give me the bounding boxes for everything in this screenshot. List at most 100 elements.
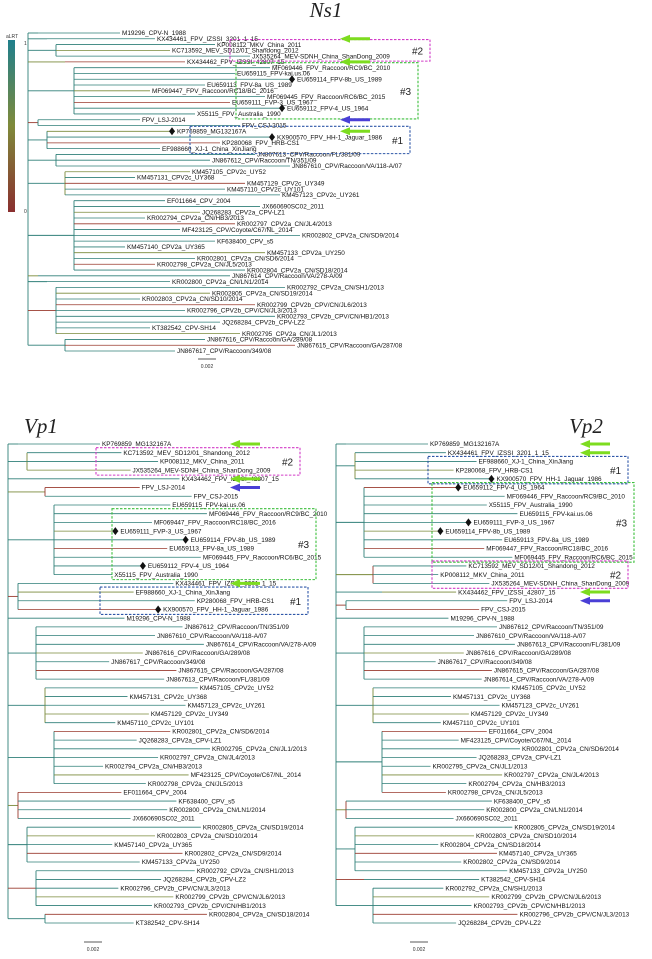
taxon-label: KR002796_CPV2b_CPV/CN/JL3/2013 — [187, 308, 297, 315]
taxon-label: KM457133_CPV2a_UY250 — [509, 868, 587, 875]
taxon-label: JN867616_CPV/Raccoon/GA/289/08 — [145, 650, 251, 657]
taxon-label: EF011664_CPV_2004 — [123, 790, 187, 797]
taxon-label: EU659111_FVP-3_US_1967 — [120, 528, 202, 535]
taxon-label: EF988660_XJ-1_China_XinJiang — [479, 459, 574, 466]
taxon-label: JN867617_CPV/Raccoon/349/08 — [111, 659, 206, 666]
diamond-marker-icon — [279, 104, 285, 113]
taxon-label: KF638400_CPV_s5 — [494, 798, 551, 805]
group-box — [229, 39, 431, 62]
taxon-label: KP280068_FPV_HRB-CS1 — [197, 598, 275, 605]
taxon-label: KC713592_MEV_SD12/01_Shandong_2012 — [123, 450, 250, 457]
taxon-label: MF069445_FPV_Raccoon/RC6/BC_2015 — [514, 554, 633, 561]
taxon-label: KM457123_CPV2c_UY261 — [188, 702, 266, 709]
taxon-label: KR002800_CPV2a_CN/LN1/2014 — [169, 807, 266, 814]
blue-arrow-icon — [580, 596, 610, 605]
taxon-label: JN867612_CPV/Raccoon/TN/351/09 — [212, 157, 317, 164]
taxon-label: FPV_CSJ-2015 — [194, 493, 239, 500]
taxon-label: KC713592_MEV_SD12/01_Shandong_2012 — [172, 48, 299, 55]
group-boxes-ns1: #2 #3 #1 — [189, 39, 431, 155]
taxon-label: KT382542_CPV-SH14 — [136, 920, 200, 927]
taxon-label: KF638400_CPV_s5 — [178, 798, 235, 805]
group-label: #2 — [282, 457, 294, 468]
group-label: #2 — [610, 571, 622, 582]
taxon-label: JN867615_CPV/Raccoon/GA/287/08 — [297, 342, 403, 349]
taxon-label: KM457140_CPV2a_UY365 — [499, 851, 577, 858]
green-arrow-icon — [580, 448, 610, 457]
taxon-label: JX660690SC02_2011 — [133, 816, 196, 823]
taxon-label: KP769859_MG132167A — [102, 441, 172, 448]
taxon-label: KP280068_FPV_HRB-CS1 — [222, 140, 300, 147]
diamond-marker-icon — [112, 527, 119, 536]
taxon-label: JN867612_CPV/Raccoon/TN/351/09 — [499, 624, 604, 631]
taxon-label: KR002795_CPV2a_CN/JL1/2013 — [242, 331, 337, 338]
taxon-label: KP008112_MKV_China_2011 — [160, 459, 245, 466]
panel-title-ns1: Ns1 — [309, 0, 343, 22]
taxon-label: EU659114_FPV-8b_US_1989 — [445, 528, 530, 535]
taxon-label: KC713592_MEV_SD12/01_Shandong_2012 — [468, 563, 595, 570]
group-box — [111, 508, 317, 581]
taxon-label: JX660690SC02_2011 — [262, 204, 325, 211]
taxon-label: KM457140_CPV2a_UY365 — [127, 244, 205, 251]
taxon-label: MF069446_FPV_Raccoon/RC9/BC_2010 — [272, 65, 391, 72]
taxon-label: KM457123_CPV2c_UY261 — [282, 192, 360, 199]
taxon-label: JN867610_CPV/Raccoon/VA/118-A/07 — [476, 633, 586, 640]
taxon-label: JQ268284_CPV2b_CPV-LZ2 — [222, 319, 305, 326]
group-label: #2 — [412, 46, 424, 57]
taxon-label: JN867616_CPV/Raccoon/GA/289/08 — [466, 650, 572, 657]
taxon-label: EU659114_FPV-8b_US_1989 — [297, 76, 382, 83]
taxon-label: M19296_CPV-N_1988 — [122, 30, 186, 37]
taxon-label: JQ268283_CPV2a_CPV-LZ1 — [479, 755, 562, 762]
taxon-label: KR002797_CPV2a_CN/JL4/2013 — [160, 755, 255, 762]
taxon-label: X55115_FPV_Australia_1990 — [114, 572, 198, 579]
taxon-label: EF988660_XJ-1_China_XinJiang — [136, 589, 231, 596]
taxon-label: KR002798_CPV2a_CN/JL5/2013 — [157, 261, 252, 268]
taxon-label: JX535264_MEV-SDNH_China_ShanDong_2009 — [491, 581, 629, 588]
green-arrow-icon — [580, 588, 610, 597]
taxon-label: JQ268284_CPV2b_CPV-LZ2 — [458, 920, 541, 927]
taxon-label: JN867613_CPV/Raccoon/FL/381/09 — [257, 152, 361, 159]
group-label: #1 — [392, 136, 404, 147]
taxon-label: KR002805_CPV2a_CN/SD19/2014 — [514, 824, 615, 831]
diamond-marker-icon — [169, 127, 175, 136]
taxon-label: JN867613_CPV/Raccoon/FL/381/09 — [166, 676, 270, 683]
taxon-label: JN867616_CPV/Raccoon/GA/289/08 — [207, 337, 313, 344]
taxon-label: KR002799_CPV2b_CPV/CN/JL6/2013 — [257, 302, 367, 309]
taxon-label: EF011664_CPV_2004 — [167, 198, 231, 205]
taxon-label: EU659115_FPV-kai.us.06 — [172, 502, 246, 509]
taxon-label: KR002792_CPV2a_CN/SH1/2013 — [197, 868, 294, 875]
taxon-label: KR002804_CPV2a_CN/SD18/2014 — [247, 267, 348, 274]
taxon-label: X55115_FPV_Australia_1990 — [489, 502, 573, 509]
blue-arrow-icon — [340, 115, 370, 124]
taxon-label: MF069447_FPV_Raccoon/RC18/BC_2016 — [154, 520, 276, 527]
green-arrow-icon — [340, 57, 370, 66]
green-arrow-icon — [230, 440, 260, 448]
group-label: #3 — [400, 87, 412, 98]
taxon-label: MF069445_FPV_Raccoon/RC6/BC_2015 — [267, 94, 386, 101]
taxon-label: EU659113_FPV-8a_US_1989 — [169, 546, 254, 553]
taxon-label: JN867613_CPV/Raccoon/FL/381/09 — [517, 642, 621, 649]
taxon-label: FPV_CSJ-2015 — [481, 607, 526, 614]
taxon-label: EU659115_FPV-kai.us.06 — [237, 71, 311, 78]
scale-bar-ns1: 0.002 — [198, 358, 216, 370]
taxon-label: KX900570_FPV_HH-1_Jaguar_1986 — [277, 134, 383, 141]
taxon-label: KM457105_CPV2c_UY52 — [200, 685, 274, 692]
diamond-marker-icon — [289, 75, 295, 84]
taxon-label: JQ268283_CPV2a_CPV-LZ1 — [139, 737, 222, 744]
taxon-label: MF423125_CPV/Coyote/C67/NL_2014 — [182, 227, 293, 234]
colorbar-min-label: 0 — [24, 209, 27, 215]
taxon-label: KP769859_MG132167A — [430, 441, 500, 448]
taxon-label: KR002799_CPV2b_CPV/CN/JL6/2013 — [175, 894, 285, 901]
taxon-label: JQ268284_CPV2b_CPV-LZ2 — [163, 877, 246, 884]
taxon-label: EU659113_FPV-8a_US_1989 — [504, 537, 589, 544]
group-box — [99, 586, 309, 616]
group-boxes-vp1: #2#3#1 — [95, 447, 317, 616]
taxon-label: JN867615_CPV/Raccoon/GA/287/08 — [494, 668, 600, 675]
taxon-label: KR002794_CPV2a_CN/HB3/2013 — [468, 781, 565, 788]
taxon-label: MF069446_FPV_Raccoon/RC9/BC_2010 — [209, 511, 328, 518]
group-box — [427, 455, 629, 485]
taxon-label: EU659113_FPV-8a_US_1989 — [207, 82, 292, 89]
taxon-label: KR002794_CPV2a_CN/HB3/2013 — [105, 763, 202, 770]
group-label: #3 — [616, 518, 628, 529]
taxon-label: KR002803_CPV2a_CN/SD10/2014 — [157, 833, 258, 840]
taxon-label: KR002795_CPV2a_CN/JL1/2013 — [433, 763, 528, 770]
